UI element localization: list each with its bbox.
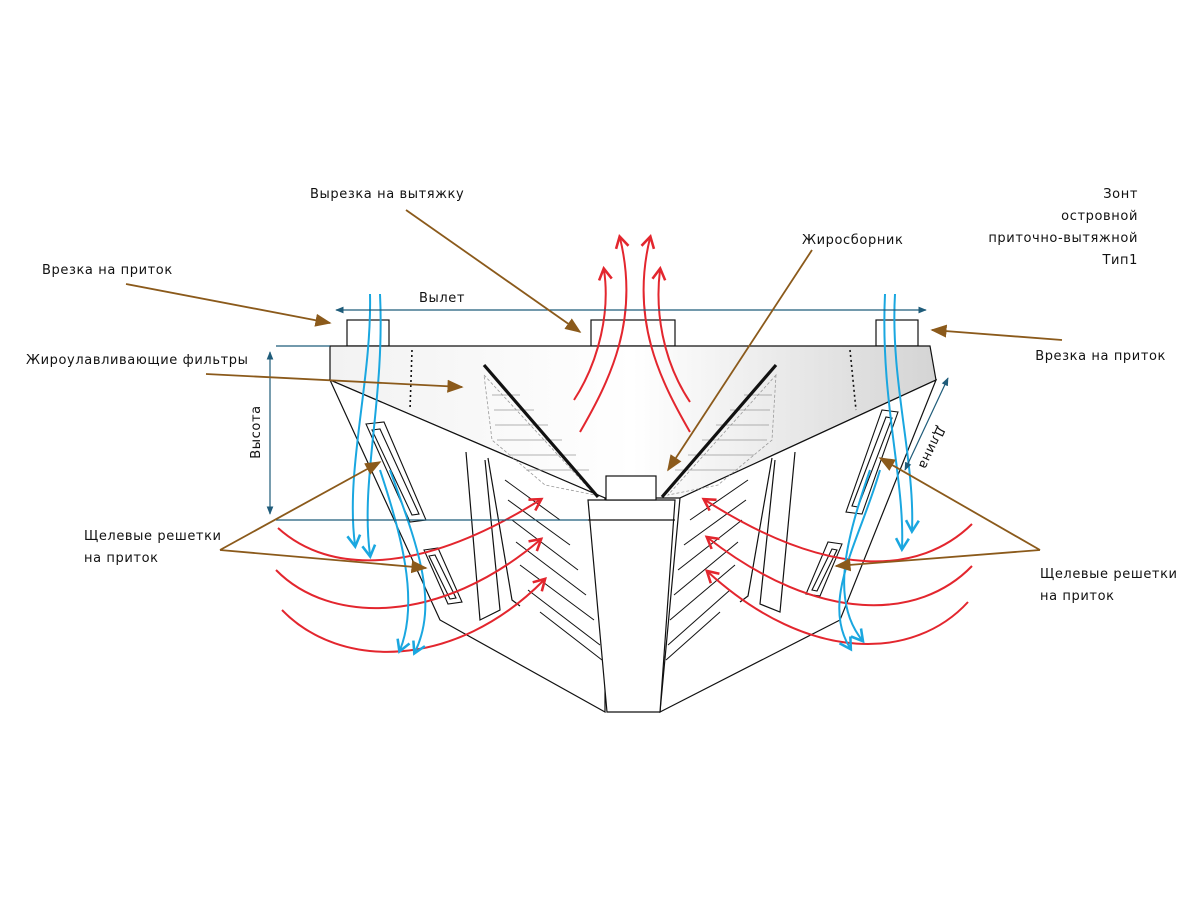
dotted-separators [409, 349, 857, 411]
title-line-4: Тип1 [1101, 253, 1138, 268]
leader-arrows [125, 209, 1063, 574]
supply-nozzle-right [875, 319, 919, 347]
title-line-1: Зонт [1103, 187, 1138, 202]
label-supply-inlet-right: Врезка на приток [1035, 349, 1166, 364]
label-grease-filters: Жироулавливающие фильтры [26, 353, 248, 368]
length-dimension [904, 377, 949, 471]
label-slot-grilles-right-2: на приток [1040, 589, 1115, 604]
dimension-lines [266, 306, 949, 521]
title-line-3: приточно-вытяжной [988, 231, 1138, 246]
slot-grilles [365, 409, 899, 605]
label-slot-grilles-left-1: Щелевые решетки [84, 529, 222, 544]
label-supply-inlet-left: Врезка на приток [42, 263, 173, 278]
label-grease-collector: Жиросборник [802, 233, 903, 248]
dimension-length-label: Длина [915, 423, 948, 471]
label-exhaust-cutout: Вырезка на вытяжку [310, 187, 464, 202]
panel-hatching [504, 479, 749, 661]
grease-filters-plates [482, 363, 778, 499]
title-line-2: островной [1061, 209, 1138, 224]
label-slot-grilles-right-1: Щелевые решетки [1040, 567, 1178, 582]
dimension-overhang-label: Вылет [419, 291, 465, 306]
label-slot-grilles-left-2: на приток [84, 551, 159, 566]
dimension-height-label: Высота [249, 405, 264, 458]
grease-collector-box [605, 475, 657, 501]
exhaust-air-flows [275, 233, 973, 653]
